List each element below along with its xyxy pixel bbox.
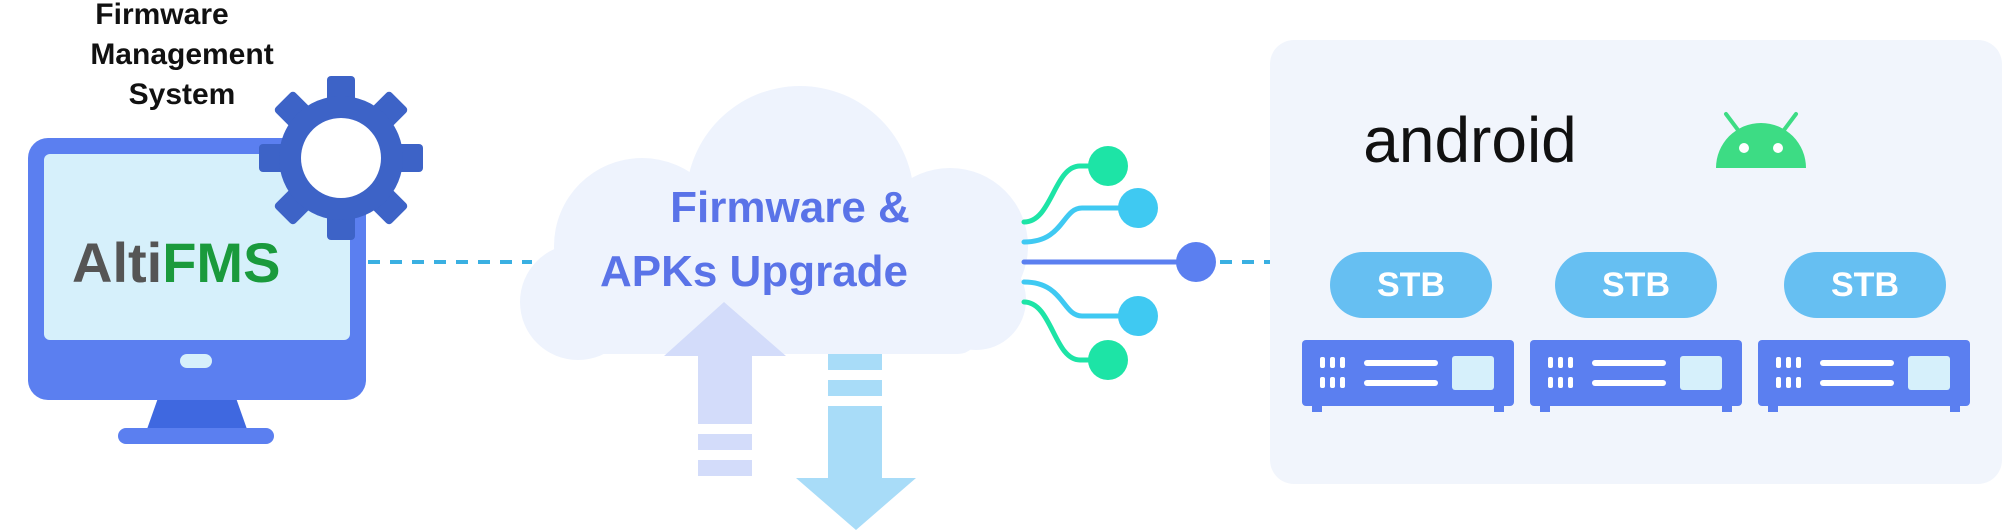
cloud-label: Firmware & APKs Upgrade (600, 183, 910, 296)
set-top-box-icon (1758, 340, 1970, 412)
connector-nodes (1088, 146, 1216, 380)
stb-device-3: STB (1758, 252, 1970, 412)
fms-title-line-3: System (129, 78, 236, 111)
cloud-shape (520, 86, 1028, 360)
svg-text:AltiFMS: AltiFMS (72, 231, 280, 294)
gear-icon (259, 76, 423, 240)
stb-pill (1330, 252, 1492, 318)
fms-title-line-1: Firmware (95, 0, 228, 31)
stb-pill (1555, 252, 1717, 318)
stb-pill (1784, 252, 1946, 318)
stb-device-1: STB (1302, 252, 1514, 412)
stb-label: STB (1602, 266, 1670, 304)
logo-alti-text: Alti (72, 231, 162, 294)
connector-tree-icon (1021, 163, 1199, 363)
fms-title: Firmware Management System (90, 0, 273, 111)
altifms-logo: AltiFMS (72, 231, 280, 294)
cloud-label-line-1: Firmware & (670, 183, 910, 232)
download-arrow-icon (796, 354, 916, 530)
set-top-box-icon (1530, 340, 1742, 412)
cloud-label-line-2: APKs Upgrade (600, 247, 908, 296)
stb-label: STB (1377, 266, 1445, 304)
android-wordmark: android (1363, 104, 1577, 176)
set-top-box-icon (1302, 340, 1514, 412)
stb-device-2: STB (1530, 252, 1742, 412)
android-brand: android (1363, 104, 1806, 176)
fms-title-line-2: Management (90, 38, 273, 71)
upload-arrow-icon (664, 302, 786, 476)
logo-fms-text: FMS (162, 231, 280, 294)
android-robot-icon (1716, 112, 1806, 168)
stb-label: STB (1831, 266, 1899, 304)
